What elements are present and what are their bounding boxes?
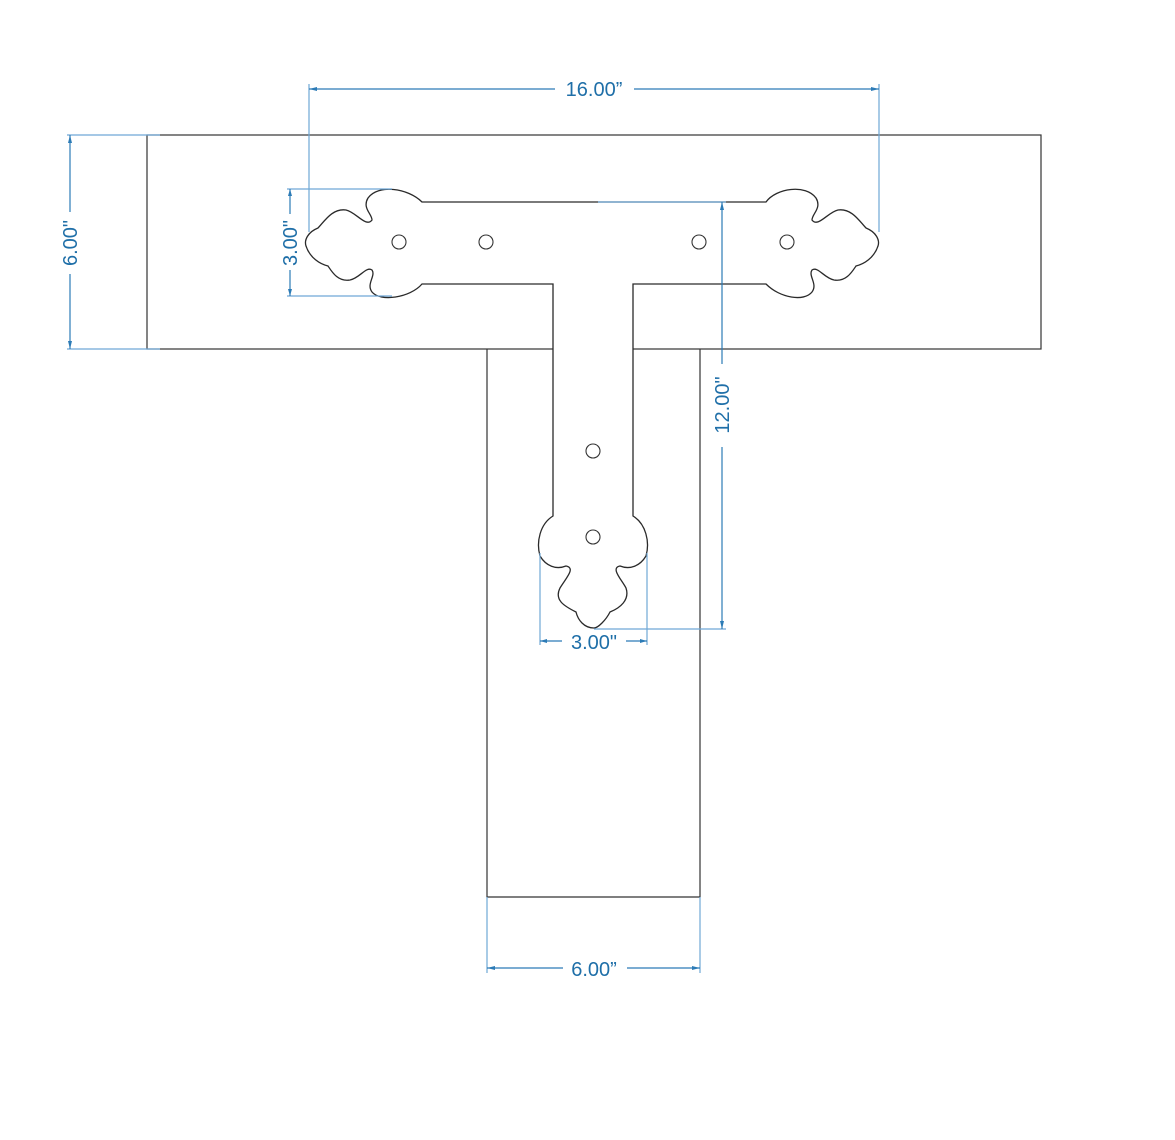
dimension-top-span: 16.00” — [308, 79, 880, 232]
screw-hole-right-end — [779, 234, 795, 250]
dimension-label-arm-height: 3.00" — [280, 220, 302, 266]
screw-hole-left-inner — [478, 234, 494, 250]
dimension-label-post-width: 6.00” — [571, 959, 617, 981]
dimension-beam-height: 6.00" — [60, 134, 160, 350]
dimension-arm-height: 3.00" — [280, 188, 392, 297]
screw-hole-right-inner — [691, 234, 707, 250]
dimension-label-top-span: 16.00” — [566, 79, 623, 101]
dimension-post-width: 6.00” — [486, 897, 701, 981]
post-outline — [486, 349, 701, 898]
dimension-leg-length: 12.00" — [594, 201, 734, 630]
dimension-label-leg-length: 12.00" — [712, 376, 734, 433]
screw-hole-leg-lower — [585, 529, 601, 545]
t-strap-plate — [304, 188, 880, 629]
dimension-label-beam-height: 6.00" — [60, 220, 82, 266]
dimension-label-leg-tip-width: 3.00" — [571, 632, 617, 654]
screw-hole-leg-upper — [585, 443, 601, 459]
screw-hole-left-end — [391, 234, 407, 250]
dimension-leg-tip-width: 3.00" — [539, 553, 648, 654]
